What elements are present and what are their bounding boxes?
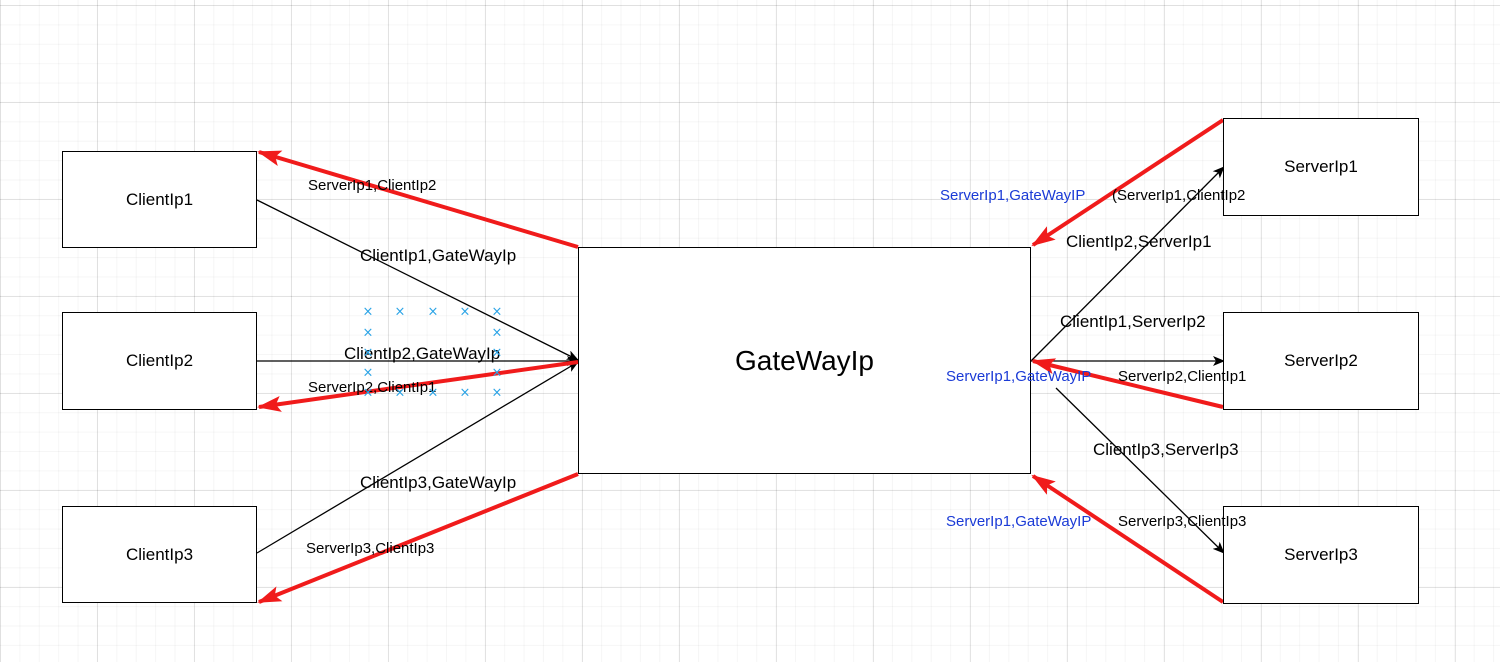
node-client-2[interactable]: ClientIp2: [62, 312, 257, 410]
edge-s3-to-gateway[interactable]: [1031, 474, 1225, 604]
node-server-3[interactable]: ServerIp3: [1223, 506, 1419, 604]
label-s2-to-gw: ServerIp2,ClientIp1: [1118, 368, 1247, 385]
label-c2-to-gw: ClientIp2,GateWayIp: [344, 344, 501, 363]
node-label: ClientIp2: [125, 351, 194, 370]
node-client-3[interactable]: ClientIp3: [62, 506, 257, 603]
selection-handle-icon[interactable]: ×: [394, 385, 406, 401]
label-s2-rewritten: ServerIp1,GateWayIP: [946, 368, 1092, 385]
label-gw-to-s2: ClientIp1,ServerIp2: [1060, 312, 1206, 331]
node-label: ClientIp3: [125, 544, 194, 564]
selection-handle-icon[interactable]: ×: [362, 385, 374, 401]
edge-gateway-to-s1[interactable]: [1030, 166, 1225, 362]
selection-handle-icon[interactable]: ×: [362, 345, 374, 361]
node-label: ClientIp1: [125, 189, 194, 209]
edge-c1-to-gateway[interactable]: [256, 199, 579, 361]
selection-handle-icon[interactable]: ×: [491, 345, 503, 361]
selection-handle-icon[interactable]: ×: [427, 304, 439, 320]
selection-handle-icon[interactable]: ×: [491, 325, 503, 341]
label-gw-to-c1: ServerIp1,ClientIp2: [308, 177, 437, 194]
label-s1-rewritten: ServerIp1,GateWayIP: [940, 187, 1086, 204]
selection-handle-icon[interactable]: ×: [459, 385, 471, 401]
node-label: ServerIp1: [1284, 157, 1358, 176]
label-c1-to-gw: ClientIp1,GateWayIp: [360, 246, 517, 265]
edge-gateway-to-s3[interactable]: [1055, 387, 1225, 554]
selection-handle-icon[interactable]: ×: [459, 304, 471, 320]
selection-handle-icon[interactable]: ×: [491, 304, 503, 320]
node-server-1[interactable]: ServerIp1: [1223, 118, 1419, 216]
node-client-1[interactable]: ClientIp1: [62, 151, 257, 248]
label-gw-to-s1: ClientIp2,ServerIp1: [1066, 232, 1212, 251]
selection-handle-icon[interactable]: ×: [362, 325, 374, 341]
label-gw-to-s3: ClientIp3,ServerIp3: [1093, 440, 1239, 459]
label-gw-to-c2: ServerIp2,ClientIp1: [308, 379, 437, 396]
label-s1-to-gw: (ServerIp1,ClientIp2: [1112, 187, 1246, 204]
node-server-2[interactable]: ServerIp2: [1223, 312, 1419, 410]
edge-gateway-to-c3[interactable]: [257, 472, 579, 604]
label-c3-to-gw: ClientIp3,GateWayIp: [360, 473, 517, 492]
selection-handle-icon[interactable]: ×: [491, 365, 503, 381]
node-label: GateWayIp: [734, 344, 874, 376]
node-gateway[interactable]: GateWayIp: [578, 247, 1031, 474]
edge-gateway-to-c1[interactable]: [257, 150, 579, 249]
label-s3-rewritten: ServerIp1,GateWayIP: [946, 513, 1092, 530]
edge-s2-to-gateway[interactable]: [1031, 358, 1224, 409]
selection-handle-icon[interactable]: ×: [427, 385, 439, 401]
edge-c3-to-gateway[interactable]: [256, 361, 579, 554]
selection-handle-icon[interactable]: ×: [394, 304, 406, 320]
edge-gateway-to-c2[interactable]: [257, 360, 579, 412]
label-gw-to-c3: ServerIp3,ClientIp3: [306, 540, 435, 557]
selection-handle-icon[interactable]: ×: [491, 385, 503, 401]
node-label: ServerIp2: [1284, 351, 1358, 370]
edge-s1-to-gateway[interactable]: [1031, 118, 1225, 247]
node-label: ServerIp3: [1284, 545, 1358, 564]
selection-handle-icon[interactable]: ×: [362, 304, 374, 320]
selection-handle-icon[interactable]: ×: [362, 365, 374, 381]
label-s3-to-gw: ServerIp3,ClientIp3: [1118, 513, 1247, 530]
